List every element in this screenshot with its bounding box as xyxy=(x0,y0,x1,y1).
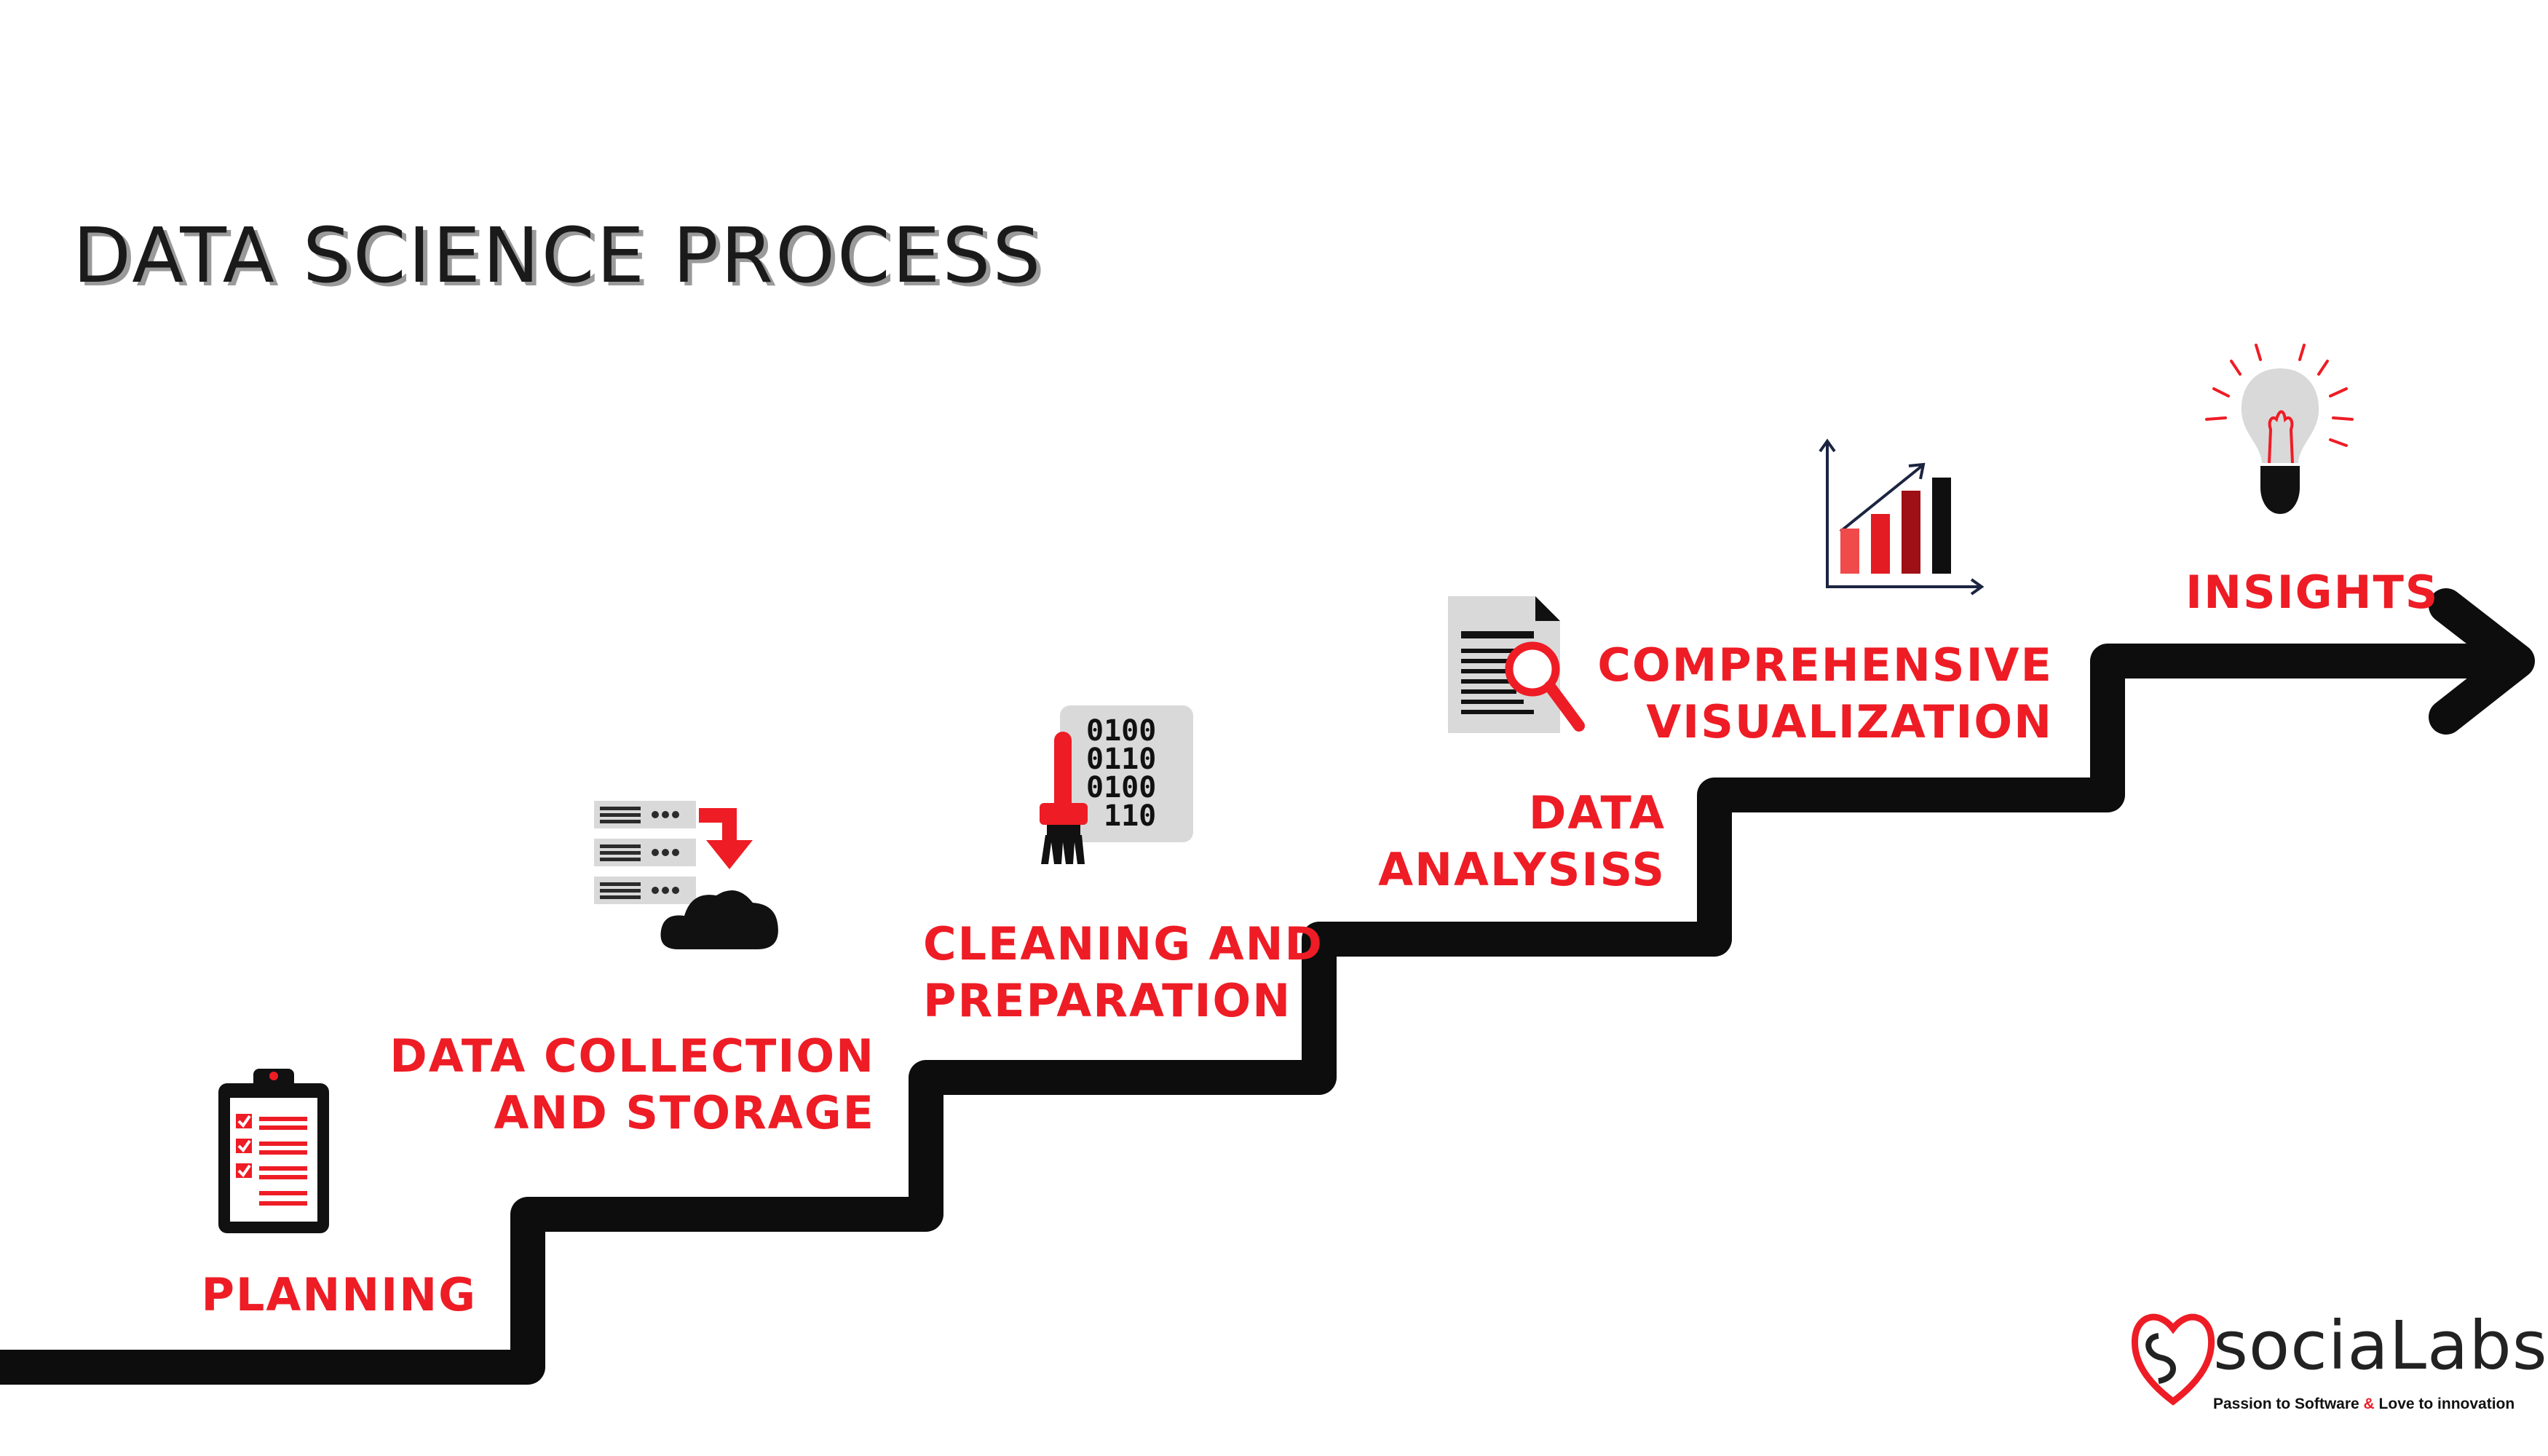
page-title: DATA SCIENCE PROCESS xyxy=(73,211,1043,300)
logo-tagline-start: Passion to Software xyxy=(2213,1396,2364,1412)
step-label-insights: INSIGHTS xyxy=(2185,564,2439,621)
step-label-data-collection: DATA COLLECTION AND STORAGE xyxy=(389,1028,875,1142)
step-label-data-analysis: DATA ANALYSISS xyxy=(1378,785,1666,898)
step-label-line: COMPREHENSIVE xyxy=(1597,638,2053,692)
sociallabs-logo: sociaLabs Passion to Software & Love to … xyxy=(2129,1299,2547,1431)
step-label-cleaning: CLEANING AND PREPARATION xyxy=(923,916,1324,1029)
step-label-line: PREPARATION xyxy=(923,974,1292,1027)
binary-row: 0100 xyxy=(1086,771,1156,804)
step-label-line: INSIGHTS xyxy=(2185,566,2440,619)
step-label-line: CLEANING AND xyxy=(923,917,1324,970)
binary-data-rows: 0100 0110 0100 110 xyxy=(1086,714,1156,833)
light-bulb-icon xyxy=(2205,344,2354,514)
step-label-line: PLANNING xyxy=(201,1268,477,1321)
staircase-line xyxy=(0,644,2533,1385)
step-label-line: ANALYSISS xyxy=(1378,843,1666,896)
clipboard-checklist-icon xyxy=(218,1069,329,1233)
binary-row: 110 xyxy=(1104,799,1156,833)
binary-row: 0110 xyxy=(1086,743,1156,776)
step-label-planning: PLANNING xyxy=(201,1267,477,1324)
server-cloud-download-icon xyxy=(594,801,778,949)
step-label-visualization: COMPREHENSIVE VISUALIZATION xyxy=(1597,637,2053,751)
bar-chart-trend-icon xyxy=(1819,438,1985,596)
arrow-head xyxy=(2429,588,2535,735)
logo-tagline: Passion to Software & Love to innovation xyxy=(2213,1396,2515,1413)
logo-tagline-ampersand: & xyxy=(2363,1396,2375,1412)
logo-name: sociaLabs xyxy=(2213,1307,2548,1385)
binary-row: 0100 xyxy=(1086,714,1156,748)
step-label-line: VISUALIZATION xyxy=(1646,695,2053,748)
step-label-line: AND STORAGE xyxy=(494,1086,875,1139)
logo-tagline-end: Love to innovation xyxy=(2374,1396,2515,1412)
brush-binary-data-icon: 0100 0110 0100 110 xyxy=(1040,705,1193,864)
step-label-line: DATA COLLECTION xyxy=(389,1029,875,1083)
document-magnifier-icon xyxy=(1448,596,1585,733)
step-label-line: DATA xyxy=(1528,786,1666,839)
heart-logo-mark xyxy=(2131,1313,2215,1406)
